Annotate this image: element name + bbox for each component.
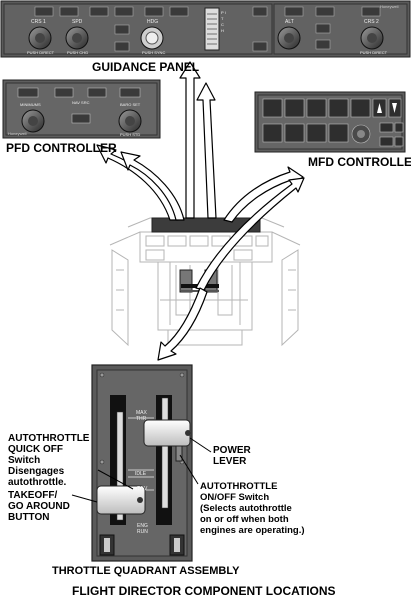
arrow-to-throttle-quadrant [157, 287, 208, 361]
gp-spd-label: SPD [72, 19, 83, 25]
arrows [96, 61, 305, 361]
gp-brand: Honeywell [380, 4, 399, 9]
callout-leaders [71, 437, 212, 503]
pfd-controller [2, 79, 161, 139]
toga-callout: TAKEOFF/ GO AROUND BUTTON [8, 490, 70, 523]
gp-crs2-label: CRS 2 [364, 19, 379, 25]
pfd-buttons[interactable] [17, 87, 141, 124]
pfd-controller-caption: PFD CONTROLLER [6, 141, 117, 155]
mfd-keys[interactable] [262, 98, 404, 147]
tq-rev: REV [137, 486, 148, 492]
gp-push-direct-right: PUSH DIRECT [360, 50, 388, 55]
gp-hdg-label: HDG [147, 19, 159, 25]
gp-right-buttons[interactable] [284, 6, 381, 50]
power-lever-callout: POWER LEVER [213, 445, 251, 467]
arrow-to-pfd-2 [120, 151, 185, 221]
power-lever-handle[interactable] [143, 419, 191, 447]
mfd-controller [254, 91, 406, 153]
arrow-to-guidance-2 [196, 82, 217, 219]
gp-crs1-label: CRS 1 [31, 19, 46, 25]
pfd-brand: Honeywell [8, 131, 27, 136]
arrow-to-mfd [223, 166, 304, 223]
gp-pitch-label: P I T C H [221, 10, 226, 33]
gp-push-sync: PUSH SYNC [142, 50, 166, 55]
arrow-to-guidance-1 [179, 61, 201, 219]
pfd-push-std: PUSH STD [120, 132, 141, 137]
throttle-quadrant-caption: THROTTLE QUADRANT ASSEMBLY [52, 565, 240, 577]
quick-off-callout: AUTOTHROTTLE QUICK OFF Switch Disengages… [8, 433, 90, 488]
toga-button[interactable] [137, 497, 143, 503]
throttle-quadrant [91, 364, 193, 562]
tq-idle: IDLE [135, 471, 147, 477]
gp-push-direct-left: PUSH DIRECT [27, 50, 55, 55]
quick-off-button[interactable] [185, 430, 191, 436]
at-onoff-callout: AUTOTHROTTLE ON/OFF Switch (Selects auto… [200, 481, 305, 536]
tq-eng-run: ENG RUN [137, 523, 148, 535]
pfd-barset-label: BARO SET [120, 102, 141, 107]
gp-left-buttons[interactable] [34, 6, 268, 52]
arrow-throttle-to-mfd [195, 177, 305, 291]
gp-alt-label: ALT [285, 19, 294, 25]
figure-title: FLIGHT DIRECTOR COMPONENT LOCATIONS [72, 584, 336, 598]
pfd-navsrc-label: NAV SRC [72, 100, 90, 105]
autothrottle-onoff-switch[interactable] [175, 444, 183, 462]
gp-push-chg: PUSH CHG [67, 50, 89, 55]
mfd-controller-caption: MFD CONTROLLER [308, 155, 411, 169]
guidance-panel-caption: GUIDANCE PANEL [92, 60, 200, 74]
tq-max-thr: MAX THR [136, 410, 147, 422]
pfd-minimums-label: MINIMUMS [20, 102, 41, 107]
guidance-panel [0, 0, 411, 58]
toga-lever-handle[interactable] [96, 485, 146, 515]
